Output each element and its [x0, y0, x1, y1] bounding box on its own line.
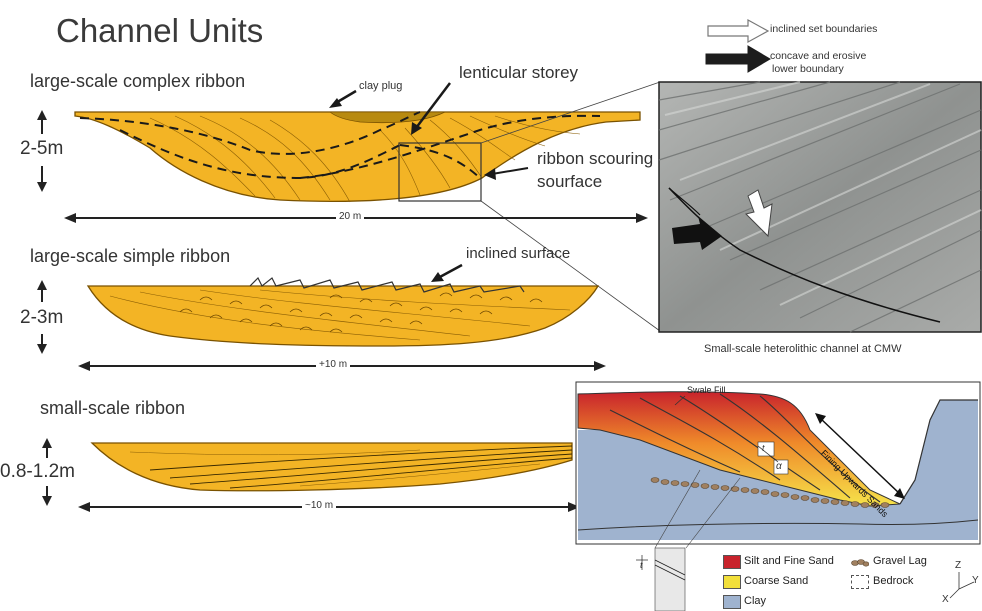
- outcrop-photo: [659, 82, 981, 332]
- hollow-arrow-icon: [708, 20, 768, 42]
- photo-caption: Small-scale heterolithic channel at CMW: [704, 343, 901, 355]
- small-ribbon-body: [92, 443, 572, 491]
- section-label-simple: large-scale simple ribbon: [30, 246, 230, 267]
- solid-arrow-icon: [706, 46, 770, 72]
- legend-swatch-silt: [723, 555, 741, 569]
- thickness-label-simple: 2-3m: [20, 307, 63, 329]
- legend-label-bedrock: Bedrock: [873, 575, 913, 587]
- axis-x-label: X: [942, 594, 949, 605]
- inset-ts-symbol: t: [640, 560, 643, 570]
- width-label-small: ~10 m: [302, 500, 336, 511]
- axis-y-label: Y: [972, 575, 979, 586]
- width-label-simple: +10 m: [316, 359, 350, 370]
- axis-z-label: Z: [955, 560, 961, 571]
- legend-concave-label-2: lower boundary: [772, 63, 844, 75]
- legend-label-clay: Clay: [744, 595, 766, 607]
- thickness-label-small: 0.8-1.2m: [0, 461, 75, 483]
- section-label-complex: large-scale complex ribbon: [30, 71, 245, 92]
- clay-plug-label: clay plug: [359, 80, 402, 92]
- gravel-lag-icon: [851, 555, 869, 565]
- swale-fill-label: Swale Fill: [687, 385, 726, 395]
- legend-swatch-bedrock: [851, 575, 869, 589]
- width-label-complex: 20 m: [336, 211, 364, 222]
- legend-label-coarse: Coarse Sand: [744, 575, 808, 587]
- simple-ribbon-body: [88, 278, 598, 346]
- scouring-label-1: ribbon scouring: [537, 149, 653, 169]
- lenticular-storey-label: lenticular storey: [459, 63, 578, 83]
- legend-concave-label-1: concave and erosive: [770, 50, 866, 62]
- legend-label-silt: Silt and Fine Sand: [744, 555, 834, 567]
- legend-swatch-clay: [723, 595, 741, 609]
- legend-swatch-coarse: [723, 575, 741, 589]
- alpha-symbol: α: [776, 461, 782, 472]
- scouring-label-2: sourface: [537, 172, 602, 192]
- ts-symbol: t: [762, 443, 765, 453]
- inclined-surface-label: inclined surface: [466, 245, 570, 262]
- legend-label-gravel: Gravel Lag: [873, 555, 927, 567]
- thickness-label-complex: 2-5m: [20, 138, 63, 160]
- section-label-small: small-scale ribbon: [40, 398, 185, 419]
- legend-inclined-label: inclined set boundaries: [770, 23, 877, 35]
